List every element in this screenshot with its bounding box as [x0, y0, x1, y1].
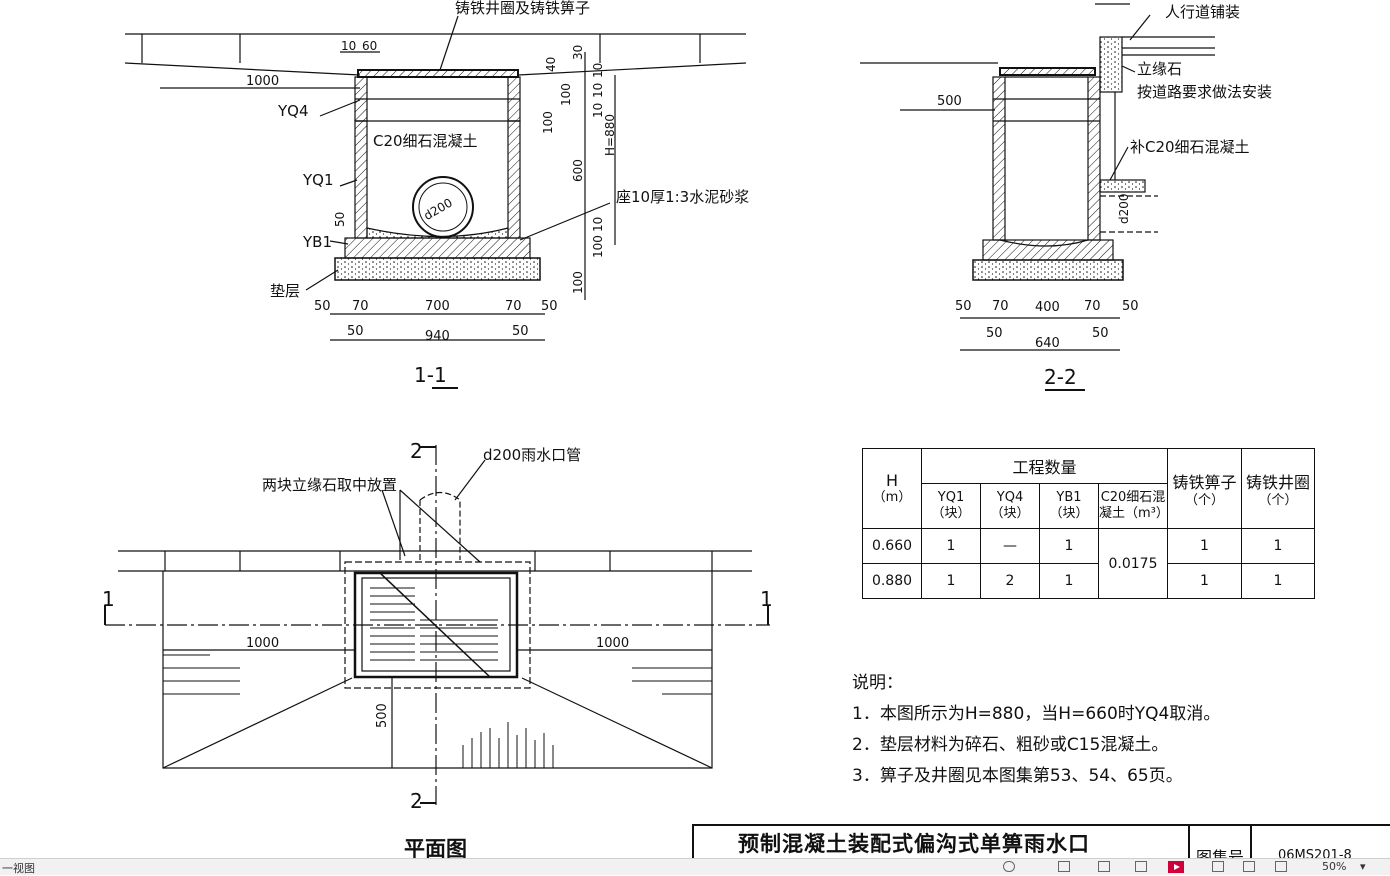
- svg-text:50: 50: [1122, 299, 1139, 314]
- svg-text:600: 600: [571, 159, 585, 182]
- plan-view: [104, 445, 770, 805]
- svg-text:1000: 1000: [246, 74, 279, 89]
- label-yq4: YQ4: [277, 102, 309, 120]
- note-item: 2．垫层材料为碎石、粗砂或C15混凝土。: [852, 735, 1169, 755]
- col-grate: 铸铁箅子 （个）: [1167, 448, 1242, 529]
- label-fill: 补C20细石混凝土: [1130, 138, 1250, 156]
- svg-text:70: 70: [992, 299, 1009, 314]
- zoom-dropdown-icon[interactable]: ▾: [1360, 860, 1366, 873]
- table-row: 0.660 1 — 1 0.0175 1 1: [862, 528, 1315, 599]
- svg-text:500: 500: [375, 703, 390, 728]
- col-ring: 铸铁井圈 （个）: [1241, 448, 1315, 529]
- label-pipe: d200雨水口管: [483, 446, 581, 464]
- notes: 说明： 1．本图所示为H=880，当H=660时YQ4取消。 2．垫层材料为碎石…: [852, 668, 1220, 792]
- note-item: 1．本图所示为H=880，当H=660时YQ4取消。: [852, 704, 1221, 724]
- svg-text:50: 50: [986, 326, 1003, 341]
- col-c20: C20细石混凝土（m³）: [1098, 483, 1169, 529]
- col-yb1: YB1（块）: [1039, 483, 1099, 529]
- svg-text:1000: 1000: [246, 636, 279, 651]
- svg-text:50: 50: [1092, 326, 1109, 341]
- col-yq1: YQ1（块）: [921, 483, 981, 529]
- fit-width-icon[interactable]: [1243, 861, 1255, 872]
- svg-text:400: 400: [1035, 300, 1060, 315]
- svg-text:50: 50: [314, 299, 331, 314]
- svg-text:50: 50: [333, 212, 347, 227]
- col-h: H （m）: [862, 448, 922, 529]
- note-item: 3．箅子及井圈见本图集第53、54、65页。: [852, 766, 1183, 786]
- svg-text:100: 100: [541, 111, 555, 134]
- svg-text:70: 70: [505, 299, 522, 314]
- svg-text:50: 50: [512, 324, 529, 339]
- book-icon[interactable]: [1135, 861, 1147, 872]
- section-1-1: [124, 15, 747, 389]
- single-page-icon[interactable]: [1058, 861, 1070, 872]
- svg-text:70: 70: [352, 299, 369, 314]
- svg-text:10: 10: [591, 63, 605, 78]
- quantity-table: H （m） 工程数量 铸铁箅子 （个） 铸铁井圈 （个） YQ1（块） YQ4（…: [862, 448, 1315, 599]
- view-mode-label: 一视图: [2, 862, 35, 875]
- label-c20: C20细石混凝土: [373, 132, 478, 150]
- status-bar: 一视图 50% ▾: [0, 858, 1390, 875]
- bookmark-icon[interactable]: [1275, 861, 1287, 872]
- svg-text:10: 10: [591, 217, 605, 232]
- svg-text:40: 40: [544, 57, 558, 72]
- caption-1-1: 1-1: [414, 363, 447, 387]
- divider: [1250, 826, 1252, 866]
- svg-text:500: 500: [937, 94, 962, 109]
- label-yb1: YB1: [302, 233, 332, 251]
- play-icon[interactable]: [1168, 861, 1184, 873]
- svg-text:50: 50: [955, 299, 972, 314]
- section-mark-2-top: 2: [410, 439, 423, 463]
- svg-text:10: 10: [591, 83, 605, 98]
- label-top: 铸铁井圈及铸铁箅子: [455, 0, 590, 17]
- svg-text:940: 940: [425, 329, 450, 344]
- section-2-2-labels: 人行道铺装 立缘石 按道路要求做法安装 补C20细石混凝土 d200 500 5…: [937, 3, 1272, 389]
- svg-text:30: 30: [571, 45, 585, 60]
- svg-text:1000: 1000: [596, 636, 629, 651]
- svg-text:640: 640: [1035, 336, 1060, 351]
- pipe-label-2: d200: [1117, 193, 1131, 224]
- divider: [1188, 826, 1190, 866]
- section-1-1-labels: 铸铁井圈及铸铁箅子 YQ4 C20细石混凝土 YQ1 YB1 垫层 座10厚1:…: [246, 0, 749, 387]
- section-mark-2-bottom: 2: [410, 789, 423, 813]
- svg-text:H=880: H=880: [603, 114, 617, 156]
- label-curbs: 两块立缘石取中放置: [262, 476, 397, 494]
- section-2-2: [860, 3, 1215, 391]
- col-yq4: YQ4（块）: [980, 483, 1040, 529]
- section-mark-1-right: 1: [760, 587, 773, 611]
- pipe-label: d200: [421, 196, 454, 223]
- svg-text:10: 10: [591, 103, 605, 118]
- notes-title: 说明：: [852, 673, 903, 693]
- svg-text:10: 10: [341, 39, 356, 53]
- svg-text:50: 50: [541, 299, 558, 314]
- svg-text:70: 70: [1084, 299, 1101, 314]
- svg-text:100: 100: [559, 83, 573, 106]
- svg-text:100: 100: [591, 235, 605, 258]
- table-row: 0.880 1 2 1 1 1: [862, 563, 1315, 599]
- eye-icon[interactable]: [1003, 861, 1015, 872]
- label-yq1: YQ1: [302, 171, 334, 189]
- grate-slots: [370, 587, 498, 661]
- label-pad: 垫层: [270, 282, 300, 300]
- label-curb-note: 按道路要求做法安装: [1137, 83, 1272, 101]
- section-mark-1-left: 1: [102, 587, 115, 611]
- slope-lines: [163, 654, 712, 695]
- col-group-quantities: 工程数量: [921, 448, 1168, 484]
- label-mortar: 座10厚1:3水泥砂浆: [616, 188, 749, 206]
- svg-text:700: 700: [425, 299, 450, 314]
- title-block: 预制混凝土装配式偏沟式单箅雨水口 图集号 06MS201-8: [692, 824, 1390, 867]
- zoom-level[interactable]: 50%: [1322, 860, 1347, 873]
- svg-text:60: 60: [362, 39, 377, 53]
- svg-text:50: 50: [347, 324, 364, 339]
- fit-page-icon[interactable]: [1212, 861, 1224, 872]
- caption-2-2: 2-2: [1044, 365, 1077, 389]
- svg-text:100: 100: [571, 271, 585, 294]
- drawing-title: 预制混凝土装配式偏沟式单箅雨水口: [738, 832, 1090, 856]
- label-curb: 立缘石: [1137, 60, 1182, 78]
- page-icon[interactable]: [1098, 861, 1110, 872]
- plan-labels: 两块立缘石取中放置 d200雨水口管 1 1 2 2 1000 1000 500…: [102, 439, 773, 861]
- label-paving: 人行道铺装: [1165, 3, 1240, 21]
- caption-plan: 平面图: [404, 837, 467, 861]
